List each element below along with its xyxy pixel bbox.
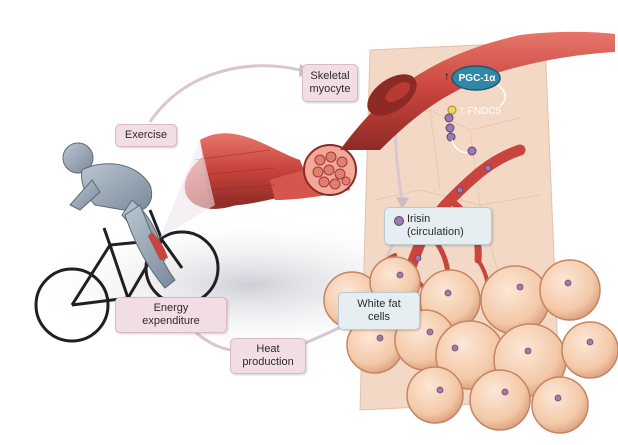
pgc-label: PGC-1α (458, 73, 496, 84)
fndc5-up-arrow: ↑ (459, 103, 465, 117)
irisin-label: Irisin (479, 145, 501, 156)
fat-cell-nuclei (376, 271, 594, 402)
pgc-up-arrow: ↑ (444, 69, 450, 83)
irisin-circulation-label: Irisin (circulation) (384, 207, 492, 245)
muscle-bundle (184, 133, 357, 209)
pgc-molecule (451, 65, 501, 91)
exercise-label: Exercise (115, 124, 177, 147)
energy-expenditure-label: Energy expenditure (115, 297, 227, 333)
fndc5-molecule (447, 105, 457, 115)
irisin-circulation-dot (394, 216, 404, 226)
irisin-chain (444, 113, 456, 142)
skeletal-myocyte-label: Skeletal myocyte (302, 64, 358, 102)
wedge-to-muscle (160, 140, 215, 238)
leg-muscle-highlight (148, 232, 168, 260)
irisin-molecule (467, 146, 477, 156)
fndc5-label: ↑ FNDC5 (459, 103, 502, 118)
myocyte-fiber (340, 31, 615, 151)
heat-production-label: Heat production (230, 338, 306, 374)
white-fat-cells-label: White fat cells (338, 292, 420, 330)
cyclist-figure (62, 142, 176, 289)
